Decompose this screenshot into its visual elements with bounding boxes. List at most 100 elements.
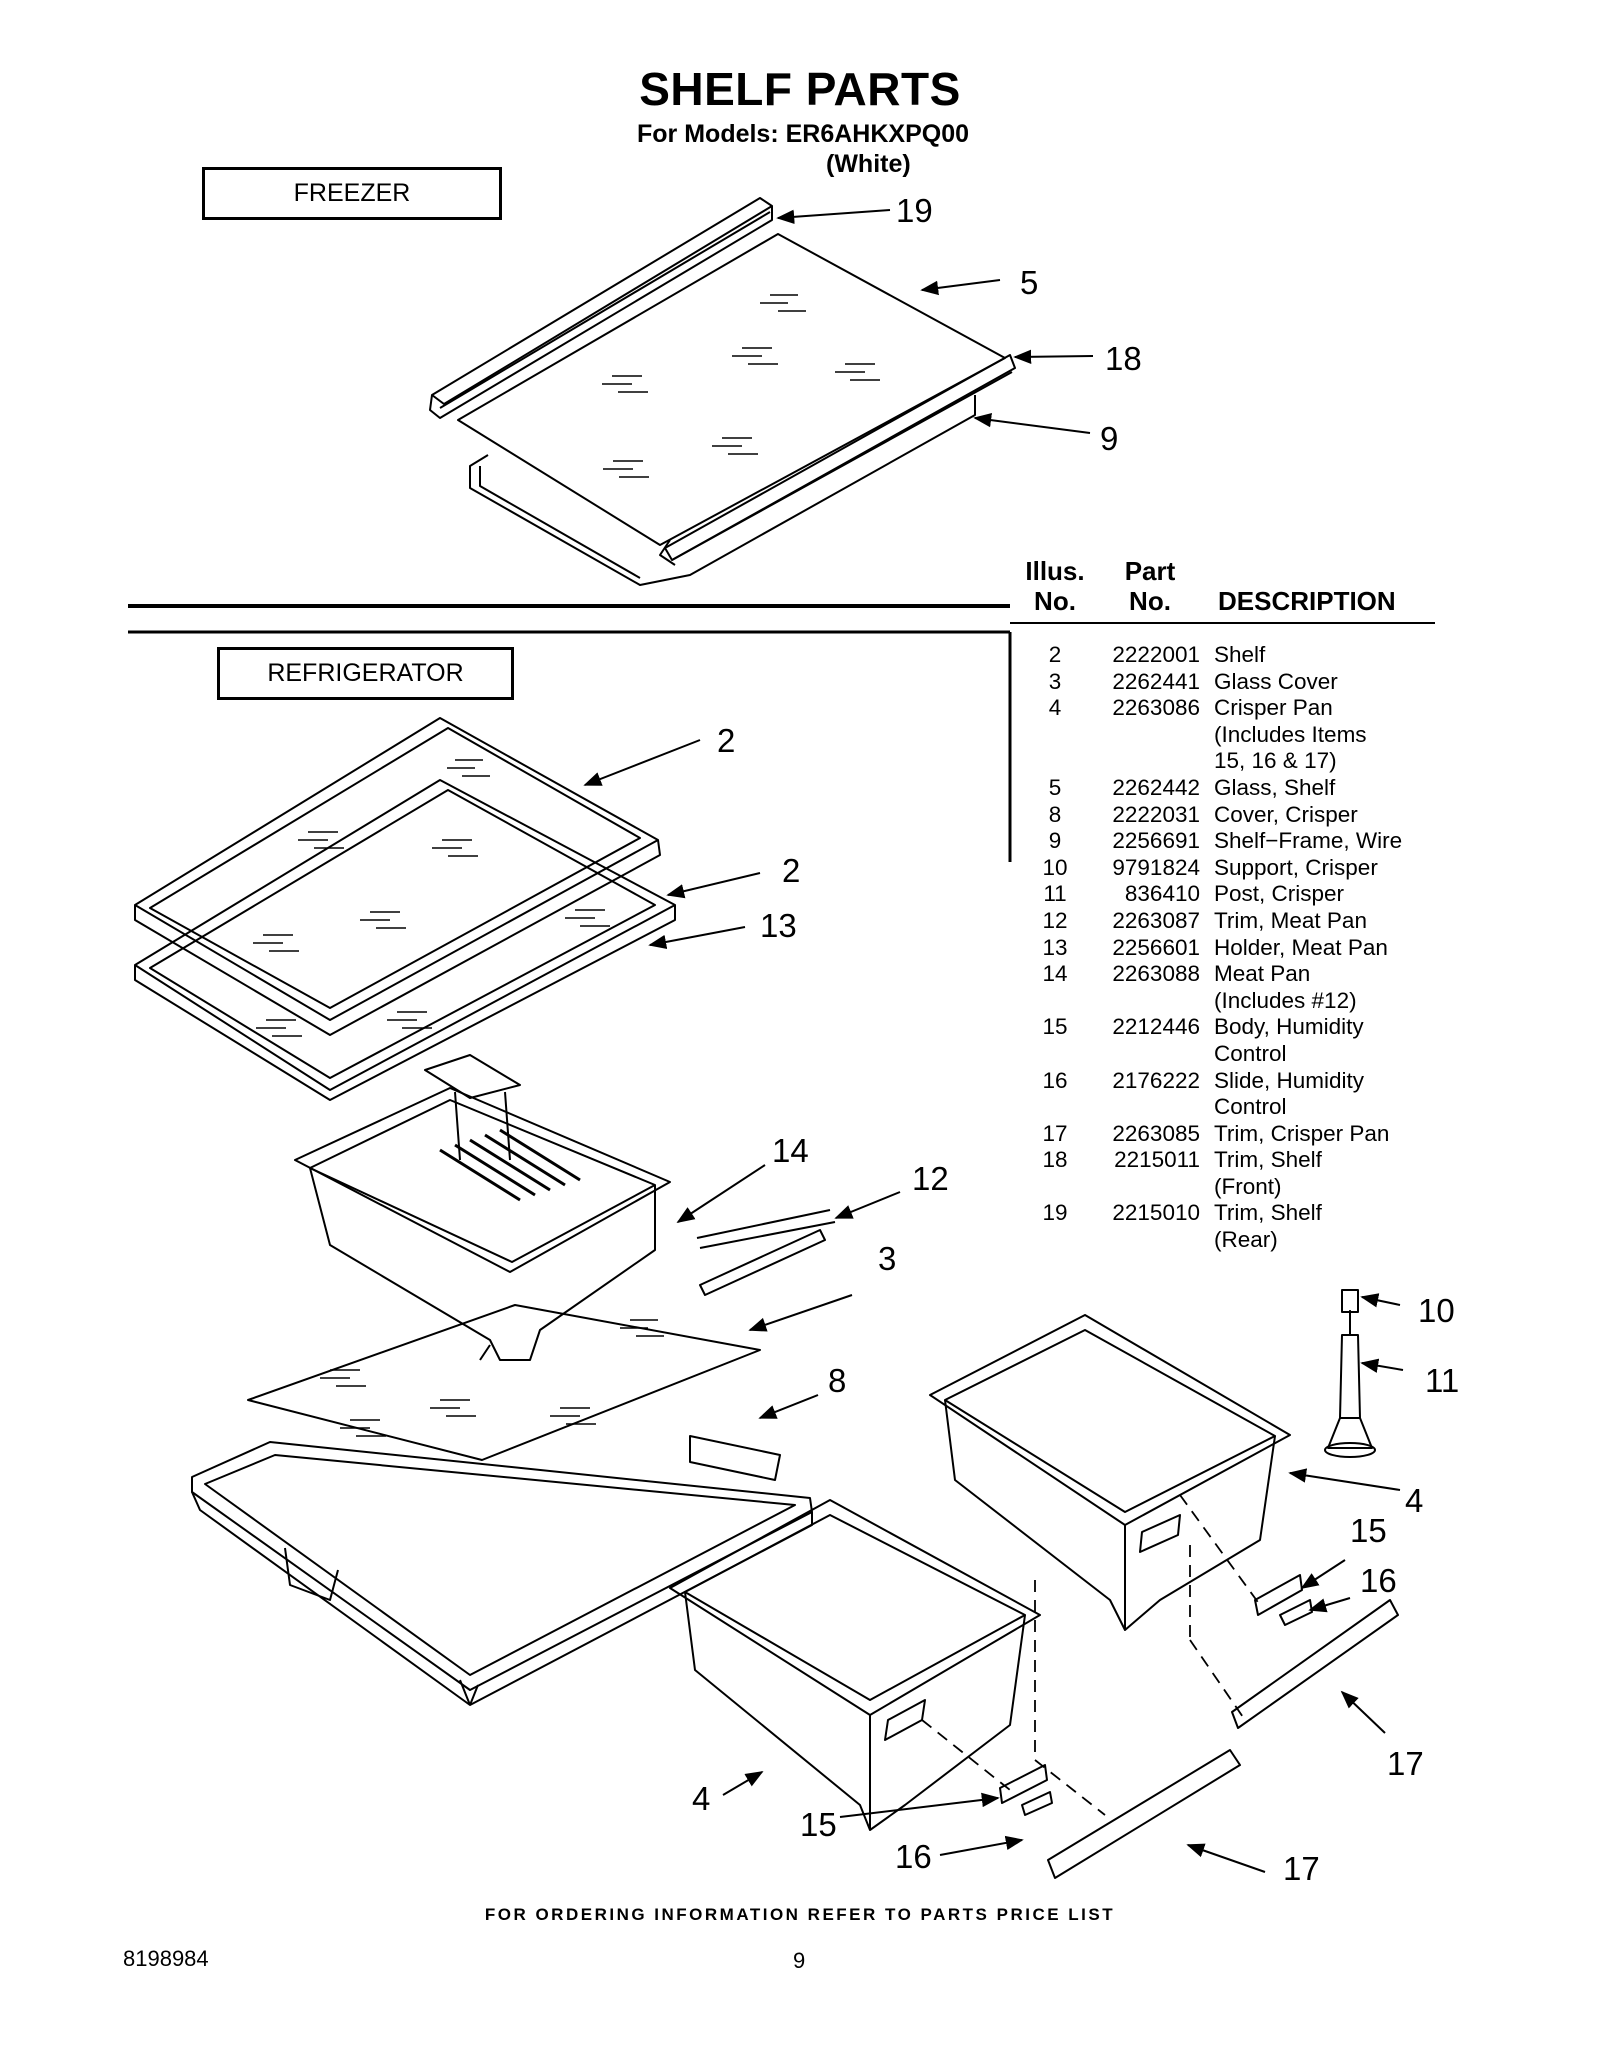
meat-pan-drawing bbox=[294, 1087, 836, 1361]
part-number: 2263087 bbox=[1112, 907, 1200, 933]
document-number: 8198984 bbox=[123, 1946, 209, 1971]
part-description: Support, Crisper bbox=[1214, 854, 1378, 880]
callout-16-right: 16 bbox=[1360, 1562, 1397, 1599]
part-description: Post, Crisper bbox=[1214, 881, 1345, 907]
illus-number: 9 bbox=[1048, 828, 1062, 854]
freezer-shelf-drawing bbox=[429, 197, 1016, 586]
illus-number: 14 bbox=[1042, 961, 1068, 987]
illus-number: 12 bbox=[1042, 907, 1068, 933]
part-description: Glass, Shelf bbox=[1214, 774, 1336, 800]
freezer-section-label: FREEZER bbox=[202, 167, 502, 220]
table-row: 14 2263088 Meat Pan (Includes #12) bbox=[1010, 961, 1470, 1014]
header-illus-line2: No. bbox=[1034, 586, 1076, 616]
page-number: 9 bbox=[793, 1948, 806, 1973]
header-part-line1: Part bbox=[1124, 556, 1176, 586]
table-row: 13 2256601 Holder, Meat Pan bbox=[1010, 935, 1470, 962]
part-description: Trim, Meat Pan bbox=[1214, 907, 1367, 933]
callout-2-lower: 2 bbox=[782, 852, 800, 889]
callout-15-lower: 15 bbox=[800, 1806, 837, 1843]
illus-number: 3 bbox=[1048, 668, 1062, 694]
callout-4-right: 4 bbox=[1405, 1482, 1423, 1519]
part-description: Crisper Pan (Includes Items 15, 16 & 17) bbox=[1214, 695, 1367, 774]
part-number: 2222001 bbox=[1112, 642, 1200, 667]
header-desc-label: DESCRIPTION bbox=[1218, 586, 1396, 616]
support-post-drawing bbox=[1324, 1289, 1376, 1458]
illus-number: 13 bbox=[1042, 934, 1068, 960]
callout-9: 9 bbox=[1100, 420, 1118, 457]
callout-15-right: 15 bbox=[1350, 1512, 1387, 1549]
part-number: 2215010 bbox=[1112, 1200, 1200, 1226]
parts-table: Illus. No. Part No. DESCRIPTION 2 2222001… bbox=[1010, 556, 1470, 1254]
illus-number: 10 bbox=[1042, 854, 1068, 880]
illus-number: 4 bbox=[1048, 695, 1062, 721]
part-description: Holder, Meat Pan bbox=[1214, 934, 1388, 960]
crisper-pan-upper-drawing bbox=[929, 1314, 1291, 1631]
illus-number: 17 bbox=[1042, 1120, 1068, 1146]
page-title: SHELF PARTS bbox=[639, 63, 961, 115]
part-description: Shelf bbox=[1214, 642, 1266, 667]
callout-19: 19 bbox=[896, 192, 933, 229]
illus-number: 11 bbox=[1043, 881, 1067, 907]
callout-12: 12 bbox=[912, 1160, 949, 1197]
part-number: 2256601 bbox=[1112, 934, 1200, 960]
callout-8: 8 bbox=[828, 1362, 846, 1399]
table-row: 2 2222001 Shelf bbox=[1010, 642, 1470, 669]
part-description: Trim, Shelf (Rear) bbox=[1214, 1200, 1322, 1253]
illus-number: 16 bbox=[1042, 1067, 1068, 1093]
callout-13: 13 bbox=[760, 907, 797, 944]
parts-table-header: Illus. No. Part No. DESCRIPTION bbox=[1010, 556, 1470, 616]
ordering-footer: FOR ORDERING INFORMATION REFER TO PARTS … bbox=[484, 1905, 1116, 1924]
table-row: 11 836410 Post, Crisper bbox=[1010, 881, 1470, 908]
table-row: 17 2263085 Trim, Crisper Pan bbox=[1010, 1121, 1470, 1148]
callout-17-right: 17 bbox=[1387, 1745, 1424, 1782]
refrigerator-section-label: REFRIGERATOR bbox=[217, 647, 514, 700]
callout-3: 3 bbox=[878, 1240, 896, 1277]
callout-14: 14 bbox=[772, 1132, 809, 1169]
color-line: (White) bbox=[826, 150, 911, 178]
part-description: Slide, Humidity Control bbox=[1214, 1067, 1365, 1120]
part-description: Trim, Shelf (Front) bbox=[1214, 1147, 1322, 1199]
part-number: 2263085 bbox=[1112, 1120, 1200, 1146]
part-number: 2262441 bbox=[1112, 668, 1200, 694]
illus-number: 19 bbox=[1042, 1200, 1068, 1226]
refrigerator-shelves-drawing bbox=[134, 717, 676, 1161]
part-description: Shelf−Frame, Wire bbox=[1214, 828, 1403, 854]
part-number: 2222031 bbox=[1112, 801, 1200, 827]
part-description: Trim, Crisper Pan bbox=[1214, 1120, 1390, 1146]
table-row: 9 2256691 Shelf−Frame, Wire bbox=[1010, 828, 1470, 855]
illus-number: 15 bbox=[1042, 1014, 1068, 1040]
illus-number: 5 bbox=[1048, 774, 1062, 800]
crisper-pan-lower-drawing bbox=[669, 1499, 1041, 1831]
callout-10: 10 bbox=[1418, 1292, 1455, 1329]
header-rule bbox=[1010, 622, 1435, 624]
models-line: For Models: ER6AHKXPQ00 bbox=[637, 120, 970, 148]
header-illus-no: Illus. No. bbox=[1010, 556, 1100, 616]
part-number: 836410 bbox=[1124, 881, 1200, 907]
illus-number: 2 bbox=[1048, 642, 1062, 667]
table-row: 12 2263087 Trim, Meat Pan bbox=[1010, 908, 1470, 935]
header-illus-line1: Illus. bbox=[1025, 556, 1085, 586]
part-description: Meat Pan (Includes #12) bbox=[1214, 961, 1357, 1013]
callout-17-lower: 17 bbox=[1283, 1850, 1320, 1887]
part-number: 2263086 bbox=[1112, 695, 1200, 721]
part-number: 2256691 bbox=[1112, 828, 1200, 854]
illus-number: 8 bbox=[1048, 801, 1062, 827]
part-number: 2215011 bbox=[1114, 1147, 1200, 1173]
header-part-no: Part No. bbox=[1100, 556, 1200, 616]
part-number: 2263088 bbox=[1112, 961, 1200, 987]
callout-5: 5 bbox=[1020, 264, 1038, 301]
crisper-cover-drawing bbox=[191, 1435, 813, 1706]
part-description: Body, Humidity Control bbox=[1214, 1014, 1364, 1066]
header-part-line2: No. bbox=[1129, 586, 1171, 616]
table-row: 4 2263086 Crisper Pan (Includes Items 15, … bbox=[1010, 695, 1470, 775]
callout-2-upper: 2 bbox=[717, 722, 735, 759]
